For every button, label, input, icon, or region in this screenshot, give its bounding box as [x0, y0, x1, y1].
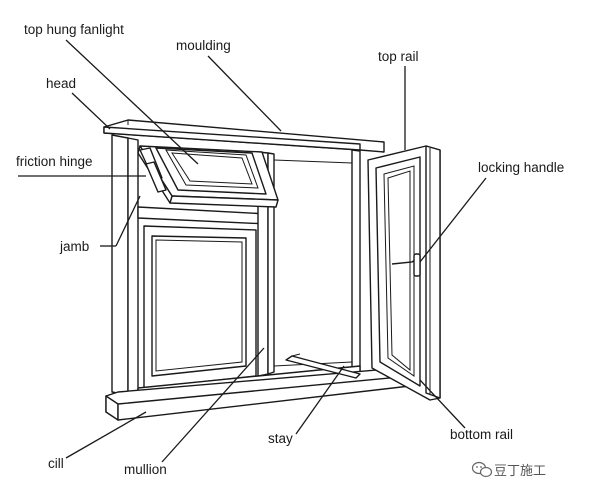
label-locking-handle: locking handle [478, 160, 564, 175]
labels: top hung fanlight moulding top rail head… [16, 22, 564, 477]
label-head: head [46, 76, 76, 91]
label-bottom-rail: bottom rail [450, 427, 513, 442]
leader-moulding [207, 55, 282, 132]
leader-head [71, 92, 111, 130]
leader-lines [18, 39, 487, 463]
label-stay: stay [268, 431, 293, 446]
wechat-icon [471, 461, 493, 478]
label-jamb: jamb [59, 239, 89, 254]
leader-bottom-rail [419, 379, 466, 429]
leader-cill [65, 411, 147, 459]
label-moulding: moulding [176, 38, 231, 53]
watermark: 豆丁施工 [471, 461, 546, 479]
leader-jamb-arrow [115, 195, 141, 247]
window-illustration [103, 119, 441, 421]
label-top-rail: top rail [378, 49, 419, 64]
label-top-hung-fanlight: top hung fanlight [24, 22, 124, 37]
label-friction-hinge: friction hinge [16, 154, 93, 169]
leader-locking-handle [419, 177, 487, 263]
leader-top-hung-fanlight [65, 39, 199, 165]
leader-mullion [161, 347, 265, 463]
watermark-text: 豆丁施工 [494, 464, 546, 479]
label-cill: cill [48, 456, 64, 471]
leader-stay [295, 365, 345, 435]
label-mullion: mullion [124, 462, 167, 477]
